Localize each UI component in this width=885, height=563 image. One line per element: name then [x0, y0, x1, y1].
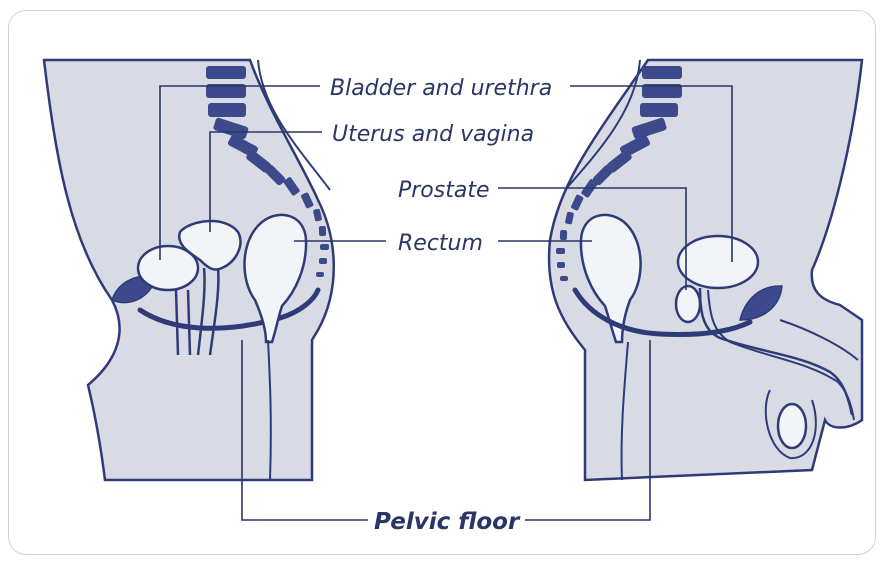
male-bladder [678, 236, 758, 288]
label-uterus-vagina: Uterus and vagina [332, 122, 534, 147]
label-bladder-urethra: Bladder and urethra [330, 76, 552, 101]
label-rectum: Rectum [398, 231, 483, 256]
male-prostate [676, 286, 700, 322]
male-testis [778, 404, 806, 448]
male-figure [549, 60, 862, 480]
label-prostate: Prostate [398, 178, 490, 203]
female-figure [44, 60, 334, 480]
label-pelvic-floor: Pelvic floor [374, 509, 521, 535]
